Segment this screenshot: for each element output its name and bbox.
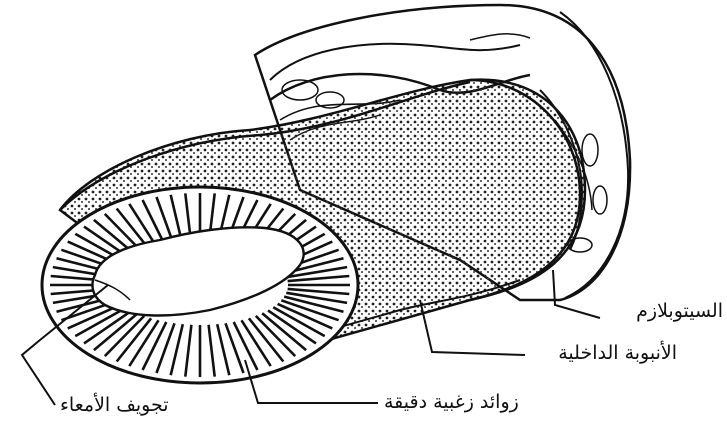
label-microvilli: زوائد زغبية دقيقة <box>384 391 519 413</box>
label-inner-tube: الأنبوبة الداخلية <box>558 342 677 364</box>
label-cytoplasm: السيتوبلازم <box>636 300 723 322</box>
microvilli-ring <box>42 187 358 383</box>
label-lumen: تجويف الأمعاء <box>60 394 169 416</box>
